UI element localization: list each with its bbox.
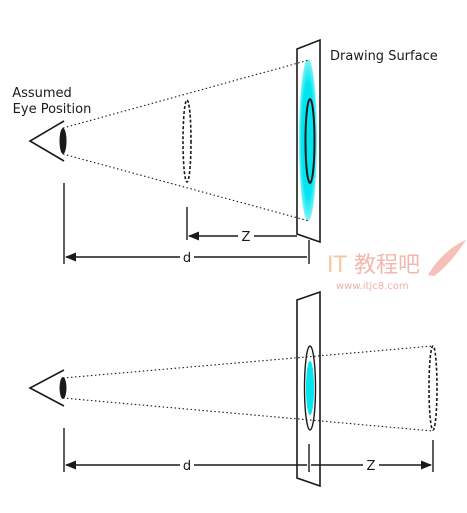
feather-icon: [428, 240, 466, 276]
eye-icon-top: [28, 120, 67, 162]
bottom-diagram: d Z: [28, 290, 438, 488]
eye-icon-bottom: [28, 369, 67, 407]
assumed-label: Assumed: [12, 86, 72, 101]
projected-circle-top: [304, 98, 316, 184]
projection-highlight-top: [299, 59, 317, 221]
object-circle-top: [182, 99, 192, 183]
d-label-top: d: [183, 251, 191, 266]
eye-position-label: Eye Position: [13, 102, 92, 117]
watermark-brand-cn: 教程吧: [354, 253, 420, 278]
projection-highlight-bottom: [306, 361, 314, 415]
z-label-top: Z: [242, 230, 251, 245]
z-label-bottom: Z: [367, 459, 376, 474]
watermark-url: www.itjc8.com: [336, 281, 409, 292]
d-label-bottom: d: [183, 459, 191, 474]
object-circle-bottom: [428, 345, 438, 431]
watermark: IT 教程吧 www.itjc8.com: [327, 240, 466, 292]
drawing-surface-label: Drawing Surface: [330, 49, 438, 64]
watermark-brand-latin: IT: [327, 253, 347, 278]
top-diagram: Z d Assumed Eye Position Drawing Surface: [12, 38, 438, 266]
